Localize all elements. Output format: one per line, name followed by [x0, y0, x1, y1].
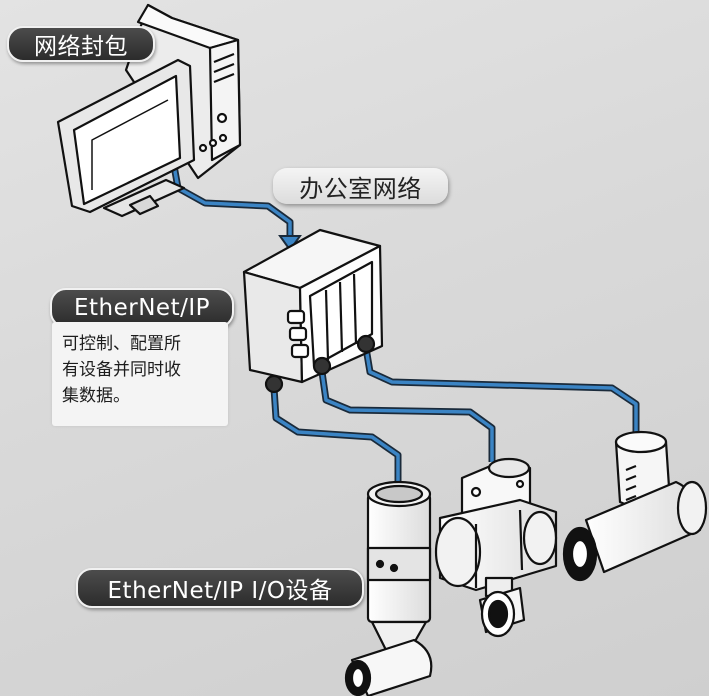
ethernet-ip-switch — [242, 228, 384, 394]
info-box-line: 集数据。 — [62, 386, 130, 406]
cable-switch-to-valve — [270, 387, 402, 488]
info-box: 可控制、配置所 有设备并同时收 集数据。 — [52, 322, 228, 426]
info-box-line: 可控制、配置所 — [62, 334, 181, 354]
io-device-label: EtherNet/IP I/O设备 — [76, 568, 364, 608]
rotary-actuator — [434, 457, 558, 638]
cable-pc-to-switch — [169, 159, 294, 238]
info-box-line: 有设备并同时收 — [62, 360, 181, 380]
angle-seat-valve — [344, 480, 433, 696]
cable-switch-to-flowmeter — [362, 347, 640, 440]
ethernet-ip-label: EtherNet/IP — [50, 288, 234, 328]
office-network-label: 办公室网络 — [273, 168, 448, 204]
network-encapsulation-label: 网络封包 — [7, 26, 155, 62]
desktop-computer — [56, 3, 242, 218]
cable-switch-to-actuator — [318, 371, 496, 462]
flow-meter — [562, 430, 708, 582]
